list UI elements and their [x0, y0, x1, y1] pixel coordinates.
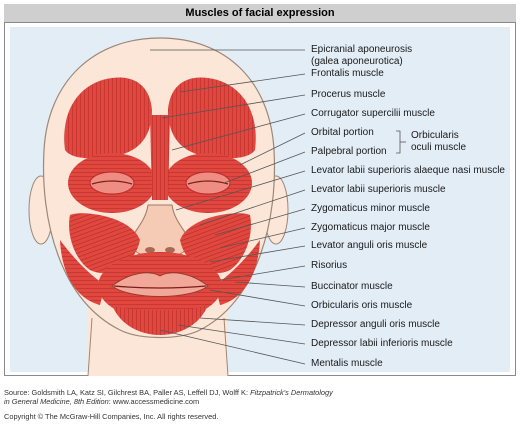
label-orbicularis-oculi-2: oculi muscle	[411, 142, 467, 153]
label-levator-labii: Levator labii superioris muscle	[311, 184, 446, 195]
copyright: Copyright © The McGraw-Hill Companies, I…	[4, 412, 219, 421]
orbicularis-oculi-muscles	[68, 153, 252, 213]
source-book-title: Fitzpatrick's Dermatology	[250, 388, 333, 397]
label-frontalis: Frontalis muscle	[311, 68, 384, 79]
label-zyg-minor: Zygomaticus minor muscle	[311, 203, 430, 214]
label-corrugator: Corrugator supercilii muscle	[311, 108, 435, 119]
source-url[interactable]: : www.accessmedicine.com	[108, 397, 200, 406]
label-palpebral: Palpebral portion	[311, 146, 387, 157]
label-procerus: Procerus muscle	[311, 89, 386, 100]
label-orbicularis-oris: Orbicularis oris muscle	[311, 300, 413, 311]
label-depressor-anguli: Depressor anguli oris muscle	[311, 319, 440, 330]
leader-lines	[150, 49, 406, 365]
mouth	[98, 252, 222, 320]
label-levator-anguli: Levator anguli oris muscle	[311, 240, 428, 251]
source-citation: Source: Goldsmith LA, Katz SI, Gilchrest…	[4, 388, 516, 397]
chin-muscles	[112, 305, 208, 335]
label-galea: (galea aponeurotica)	[311, 56, 403, 67]
frontalis-muscles	[64, 77, 256, 159]
label-mentalis: Mentalis muscle	[311, 358, 383, 369]
source-citation-line-2: in General Medicine, 8th Edition: www.ac…	[4, 397, 516, 406]
label-orbicularis-oculi-1: Orbicularis	[411, 130, 459, 141]
nose	[131, 115, 189, 259]
label-risorius: Risorius	[311, 260, 348, 271]
label-depressor-labii: Depressor labii inferioris muscle	[311, 338, 453, 349]
cheek-muscles	[60, 213, 260, 305]
source-prefix: Source: Goldsmith LA, Katz SI, Gilchrest…	[4, 388, 248, 397]
label-epicranial: Epicranial aponeurosis	[311, 44, 413, 55]
label-levator-alaeque: Levator labii superioris alaeque nasi mu…	[311, 165, 505, 176]
figure-title: Muscles of facial expression	[4, 4, 516, 23]
label-orbital: Orbital portion	[311, 127, 374, 138]
label-zyg-major: Zygomaticus major muscle	[311, 222, 430, 233]
source-book-title-2: in General Medicine, 8th Edition	[4, 397, 109, 406]
label-buccinator: Buccinator muscle	[311, 281, 393, 292]
